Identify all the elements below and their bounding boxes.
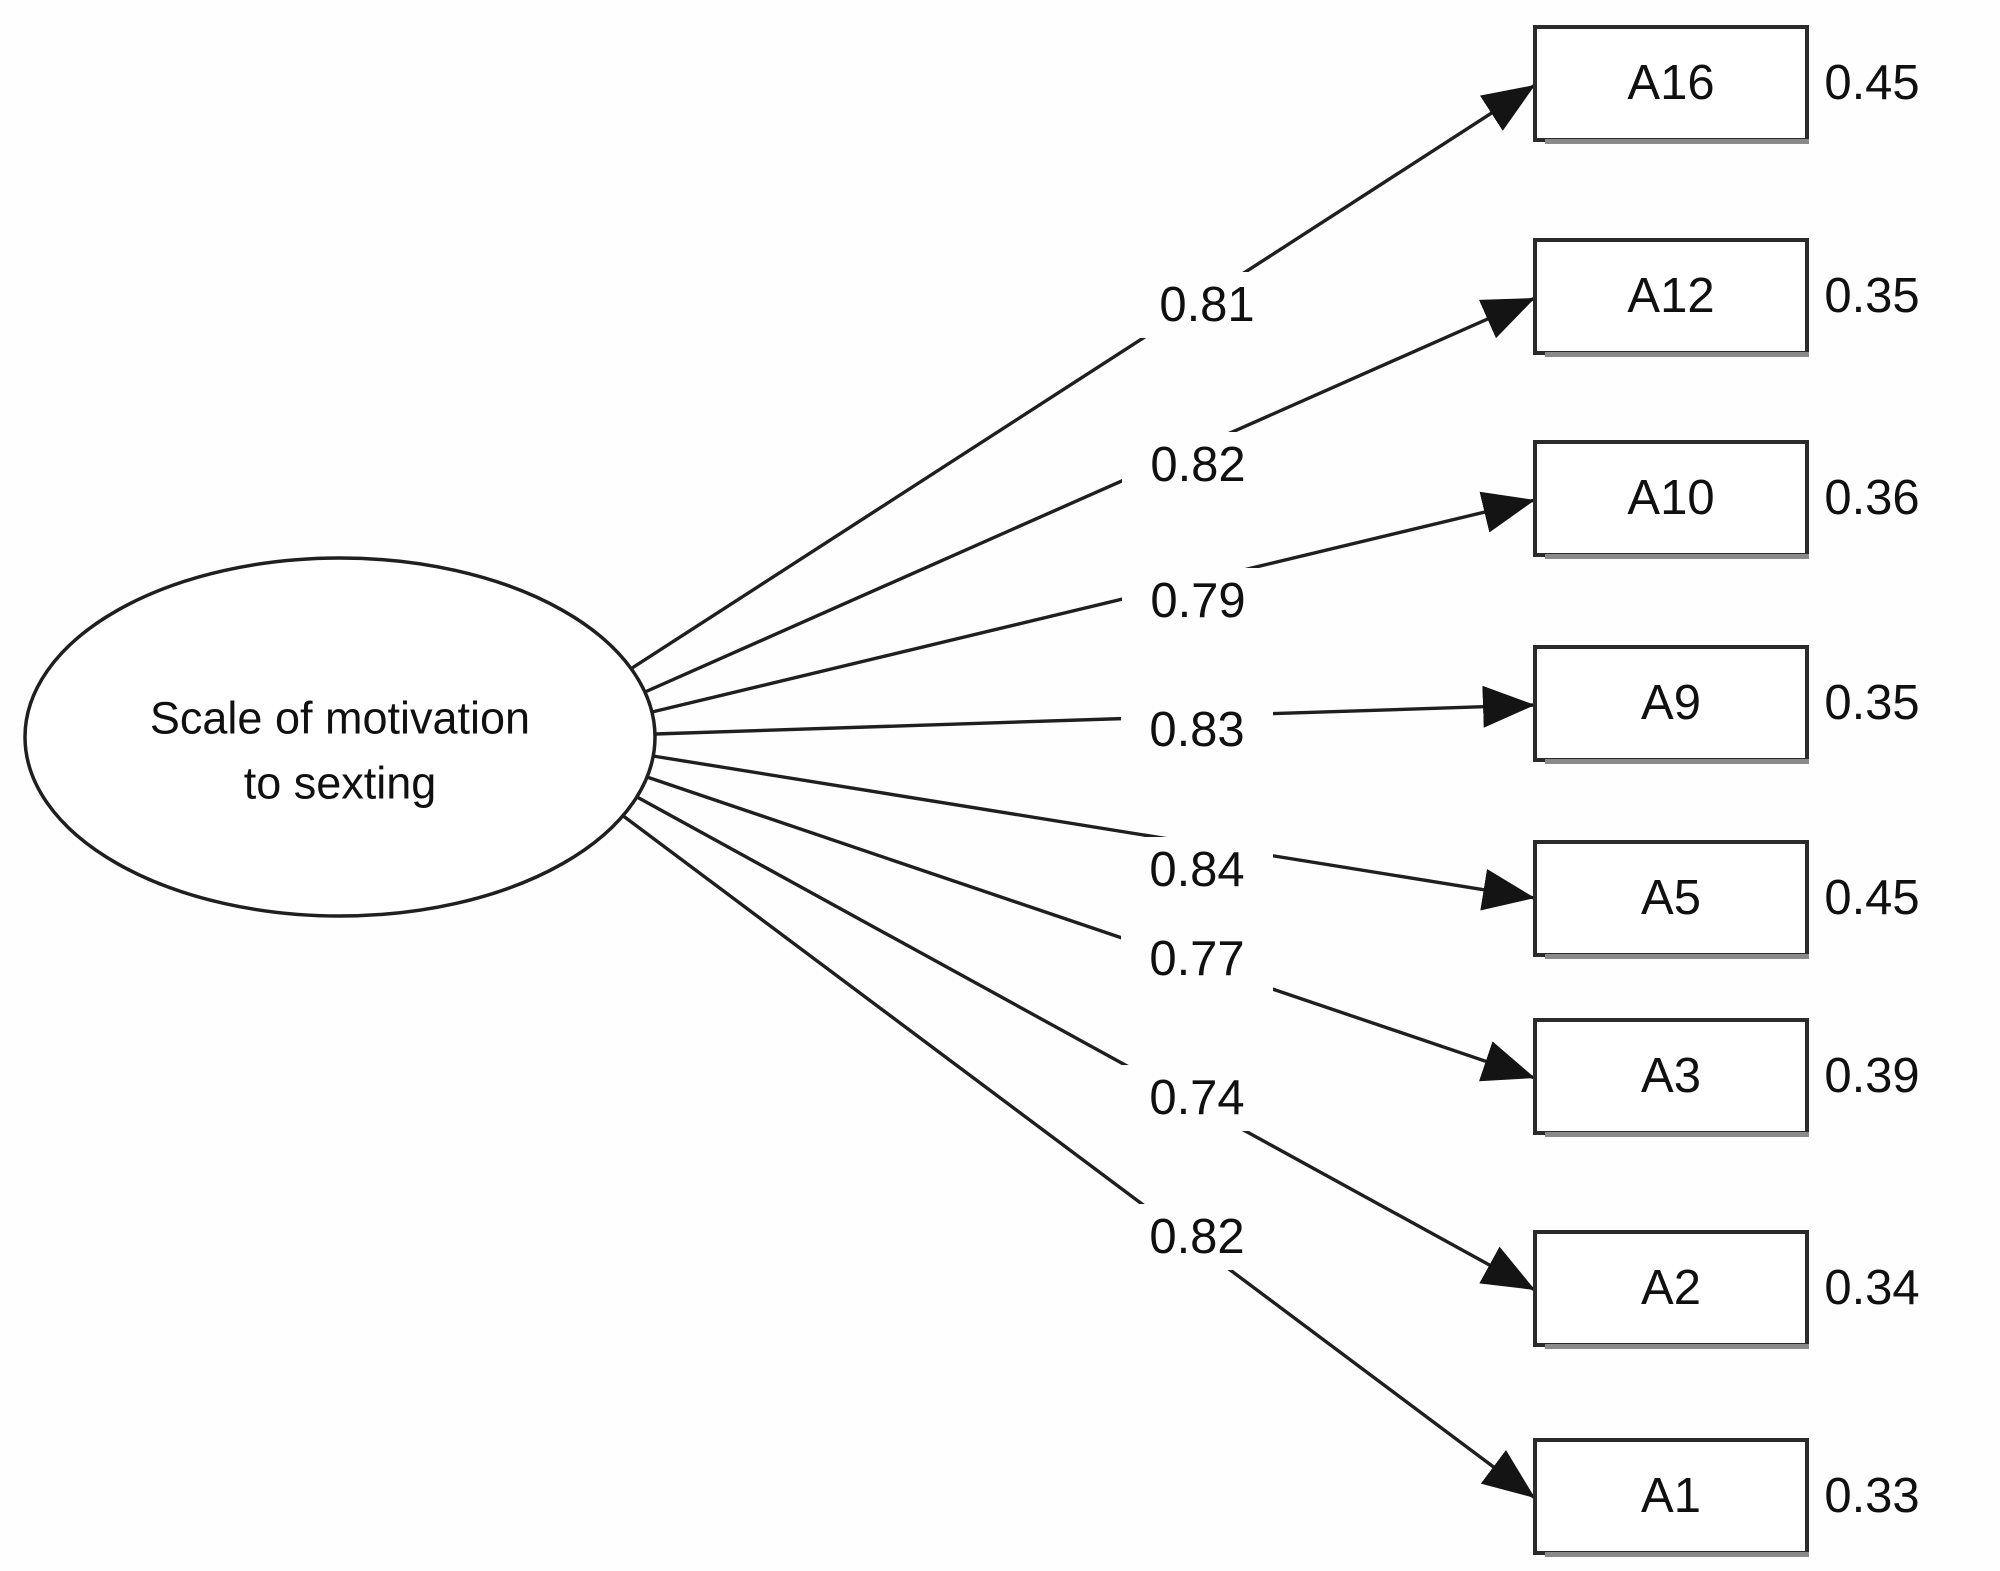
indicator-box	[1533, 440, 1809, 557]
loading-label-bg	[1121, 837, 1273, 903]
loading-label-bg	[1122, 568, 1274, 634]
residual-value: 0.39	[1824, 1049, 1919, 1103]
latent-label-line1: Scale of motivation	[150, 693, 530, 744]
loading-path-arrow-a3	[646, 775, 1536, 1082]
loading-label-bg	[1131, 272, 1283, 338]
indicator-a10: A10 0.36	[1533, 440, 1920, 559]
indicator-label: A5	[1641, 871, 1701, 925]
indicator-label: A2	[1641, 1261, 1701, 1315]
loading-paths	[620, 83, 1537, 1500]
loading-label-a16: 0.81	[1159, 278, 1254, 332]
indicator-a1: A1 0.33	[1533, 1438, 1920, 1557]
residual-value: 0.34	[1824, 1261, 1919, 1315]
indicator-label: A12	[1627, 269, 1714, 323]
residual-value: 0.35	[1824, 676, 1919, 730]
indicator-label: A10	[1627, 471, 1714, 525]
loading-path-arrow-a5	[652, 754, 1536, 911]
indicator-label: A1	[1641, 1469, 1701, 1523]
loading-path-arrow-a1	[620, 813, 1537, 1500]
indicator-a9: A9 0.35	[1533, 645, 1920, 764]
loading-label-bg	[1121, 1204, 1273, 1270]
loading-labels: 0.81 0.82 0.79 0.83 0.84 0.77 0.74 0.82	[1121, 272, 1283, 1270]
indicator-a2: A2 0.34	[1533, 1230, 1920, 1349]
loading-label-bg	[1122, 432, 1274, 498]
residual-value: 0.45	[1824, 56, 1919, 110]
loading-path-arrow-a12	[644, 296, 1536, 694]
loading-label-a9: 0.83	[1149, 703, 1244, 757]
loading-path-arrow-a9	[654, 685, 1536, 736]
loading-label-a5: 0.84	[1149, 843, 1244, 897]
indicator-a3: A3 0.39	[1533, 1018, 1920, 1137]
latent-variable: Scale of motivation to sexting	[23, 556, 657, 918]
loading-label-bg	[1121, 1065, 1273, 1131]
indicator-box	[1533, 840, 1809, 957]
latent-label-line2: to sexting	[244, 758, 437, 809]
indicator-label: A9	[1641, 676, 1701, 730]
loading-path-arrow-a10	[651, 491, 1536, 714]
indicator-box	[1533, 238, 1809, 355]
residual-value: 0.33	[1824, 1469, 1919, 1523]
residual-value: 0.36	[1824, 471, 1919, 525]
latent-ellipse	[23, 556, 657, 918]
loading-label-a3: 0.77	[1149, 932, 1244, 986]
indicator-box	[1533, 1230, 1809, 1347]
loading-label-bg	[1121, 697, 1273, 763]
indicator-label: A16	[1627, 56, 1714, 110]
residual-value: 0.45	[1824, 871, 1919, 925]
loading-label-a2: 0.74	[1149, 1071, 1244, 1125]
loading-label-a1: 0.82	[1149, 1210, 1244, 1264]
residual-value: 0.35	[1824, 269, 1919, 323]
indicator-a16: A16 0.45	[1533, 25, 1920, 144]
indicator-label: A3	[1641, 1049, 1701, 1103]
loading-label-a12: 0.82	[1150, 438, 1245, 492]
indicator-a12: A12 0.35	[1533, 238, 1920, 357]
indicator-box	[1533, 1018, 1809, 1135]
indicator-a5: A5 0.45	[1533, 840, 1920, 959]
loading-path-arrow-a16	[628, 83, 1536, 672]
loading-label-a10: 0.79	[1150, 574, 1245, 628]
loading-path-arrow-a2	[636, 795, 1536, 1292]
loading-label-bg	[1121, 926, 1273, 992]
indicator-box	[1533, 645, 1809, 762]
